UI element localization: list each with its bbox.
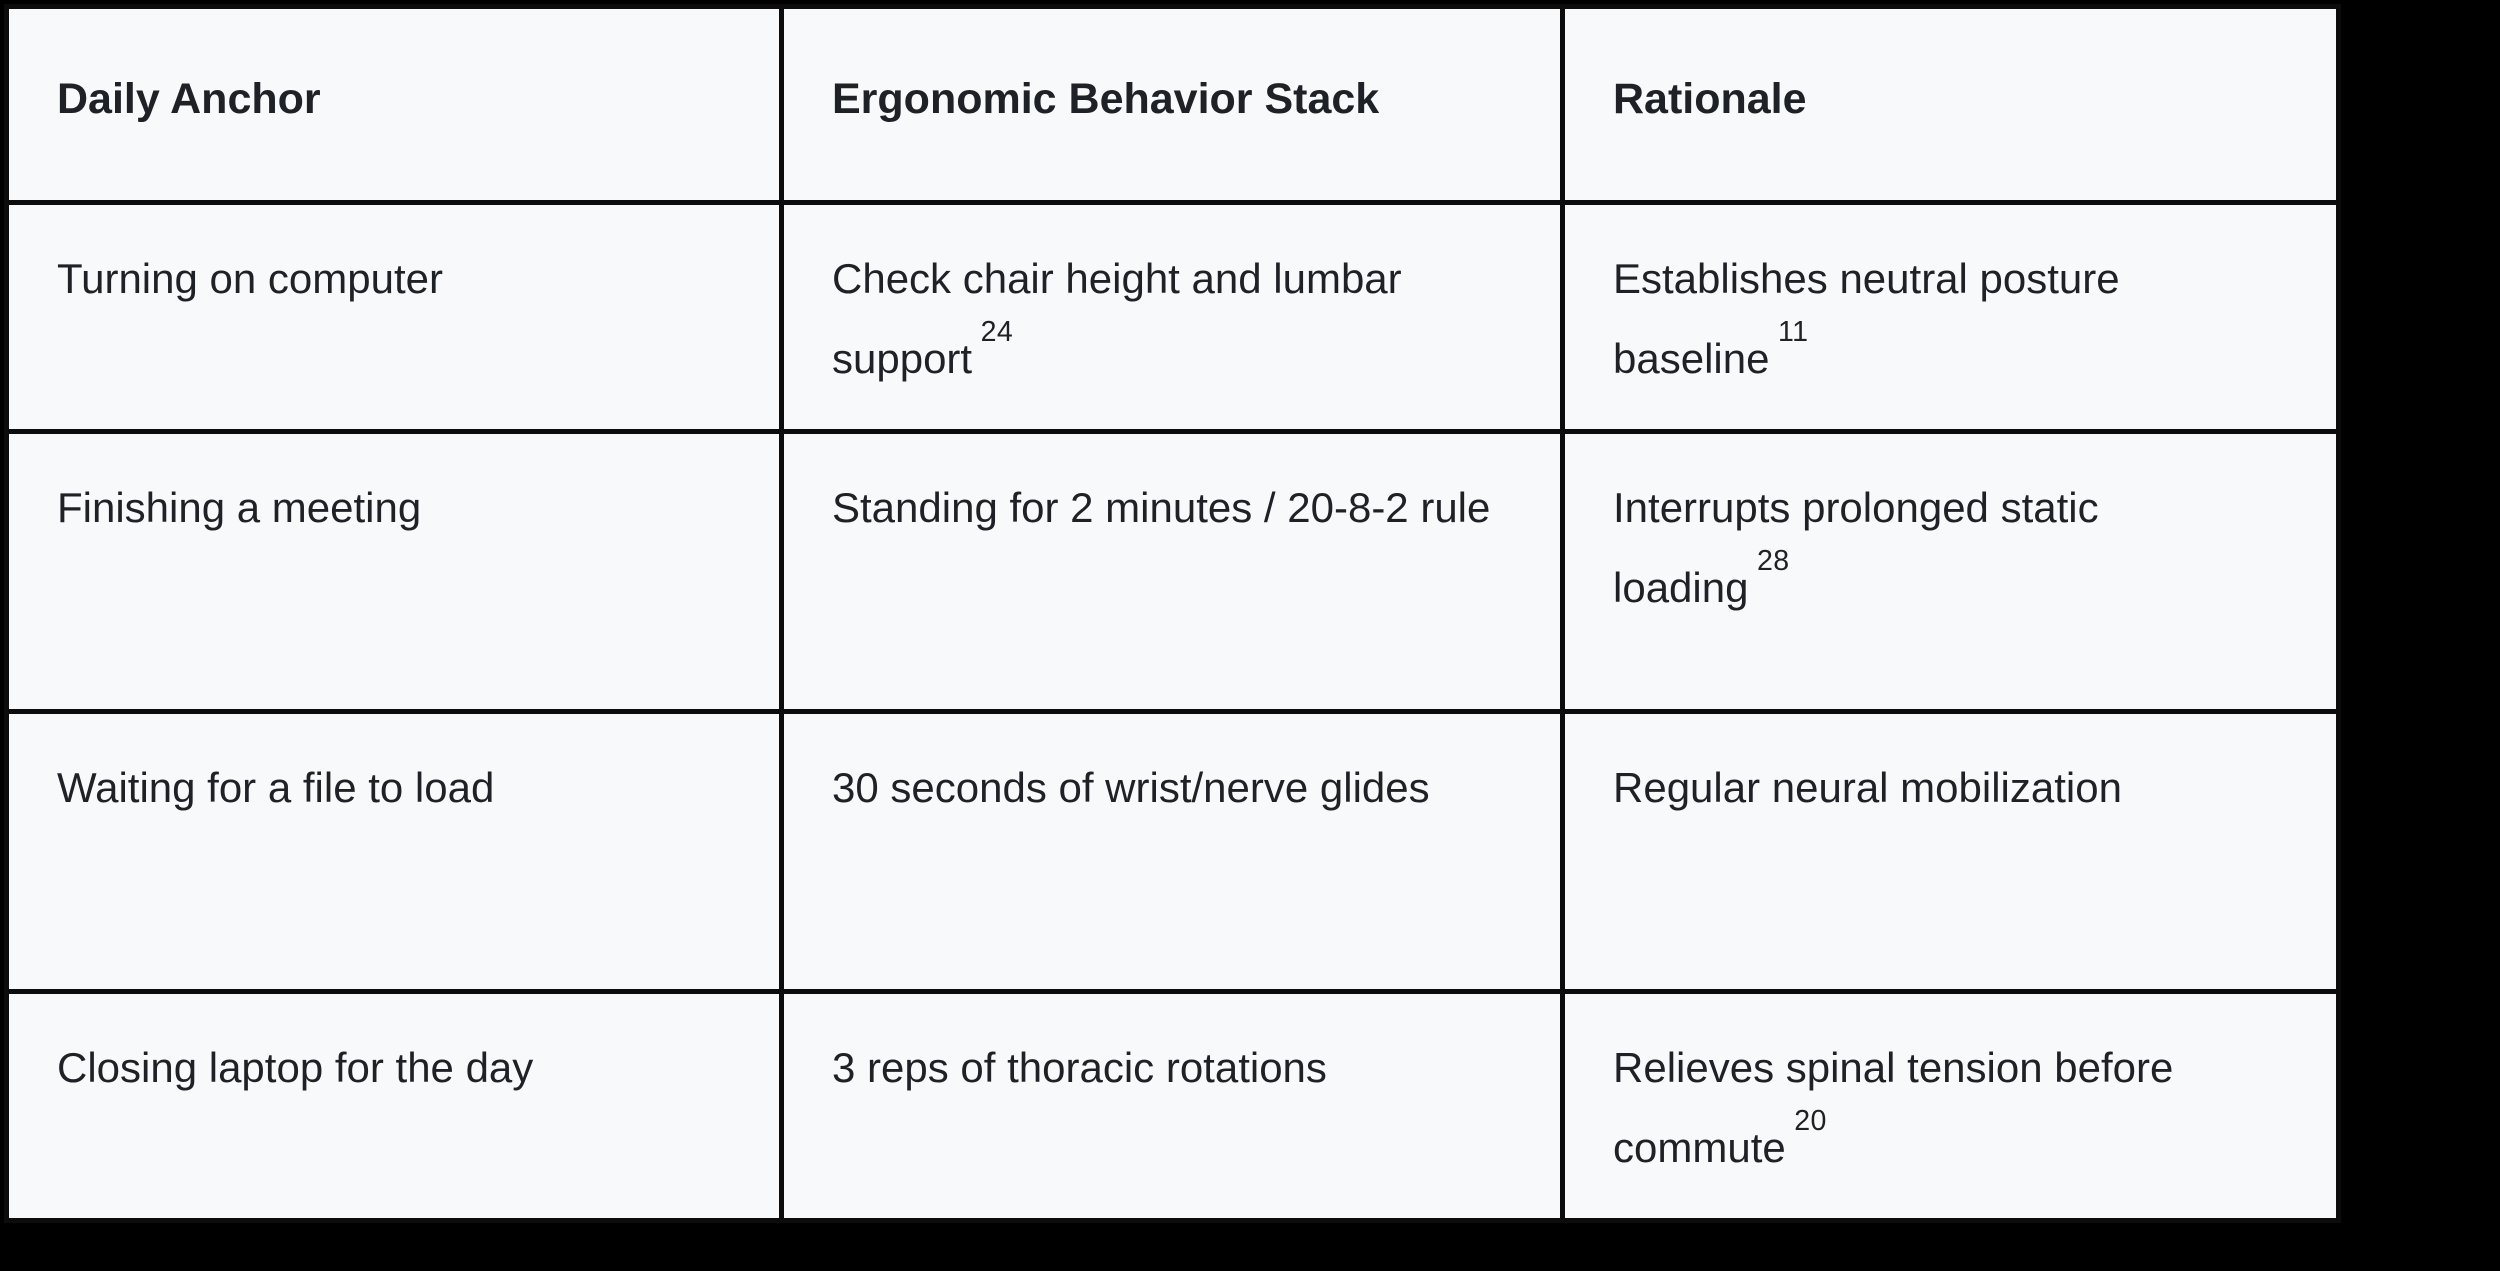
cell-text: Closing laptop for the day xyxy=(57,1044,534,1091)
cell-anchor: Turning on computer xyxy=(4,200,784,434)
cell-rationale: Establishes neutral posture baseline11 xyxy=(1560,200,2341,434)
cell-stack: Standing for 2 minutes / 20-8-2 rule xyxy=(779,429,1565,714)
cell-text: Regular neural mobilization xyxy=(1613,764,2122,811)
cell-rationale: Relieves spinal tension before commute20 xyxy=(1560,989,2341,1223)
cell-text: Waiting for a file to load xyxy=(57,764,495,811)
cell-stack: 3 reps of thoracic rotations xyxy=(779,989,1565,1223)
cell-text: Finishing a meeting xyxy=(57,484,422,531)
citation-ref: 20 xyxy=(1794,1105,1827,1138)
cell-text: Relieves spinal tension before commute xyxy=(1613,1044,2174,1171)
cell-text: Check chair height and lumbar support xyxy=(832,255,1402,382)
cell-anchor: Closing laptop for the day xyxy=(4,989,784,1223)
column-header-ergonomic-behavior-stack: Ergonomic Behavior Stack xyxy=(779,4,1565,205)
cell-rationale: Regular neural mobilization xyxy=(1560,709,2341,994)
table-row: Turning on computer Check chair height a… xyxy=(4,200,2341,434)
table-header-row: Daily Anchor Ergonomic Behavior Stack Ra… xyxy=(4,4,2341,205)
table-row: Finishing a meeting Standing for 2 minut… xyxy=(4,429,2341,714)
cell-anchor: Finishing a meeting xyxy=(4,429,784,714)
cell-text: Standing for 2 minutes / 20-8-2 rule xyxy=(832,484,1491,531)
column-header-daily-anchor: Daily Anchor xyxy=(4,4,784,205)
citation-ref: 24 xyxy=(980,316,1013,349)
cell-stack: Check chair height and lumbar support24 xyxy=(779,200,1565,434)
cell-stack: 30 seconds of wrist/nerve glides xyxy=(779,709,1565,994)
cell-rationale: Interrupts prolonged static loading28 xyxy=(1560,429,2341,714)
cell-anchor: Waiting for a file to load xyxy=(4,709,784,994)
ergonomic-behavior-table: Daily Anchor Ergonomic Behavior Stack Ra… xyxy=(4,4,2341,1223)
cell-text: 3 reps of thoracic rotations xyxy=(832,1044,1327,1091)
table-row: Closing laptop for the day 3 reps of tho… xyxy=(4,989,2341,1223)
cell-text: 30 seconds of wrist/nerve glides xyxy=(832,764,1430,811)
cell-text: Interrupts prolonged static loading xyxy=(1613,484,2099,611)
citation-ref: 28 xyxy=(1757,545,1790,578)
cell-text: Turning on computer xyxy=(57,255,443,302)
table-row: Waiting for a file to load 30 seconds of… xyxy=(4,709,2341,994)
citation-ref: 11 xyxy=(1778,316,1809,349)
column-header-rationale: Rationale xyxy=(1560,4,2341,205)
cell-text: Establishes neutral posture baseline xyxy=(1613,255,2120,382)
